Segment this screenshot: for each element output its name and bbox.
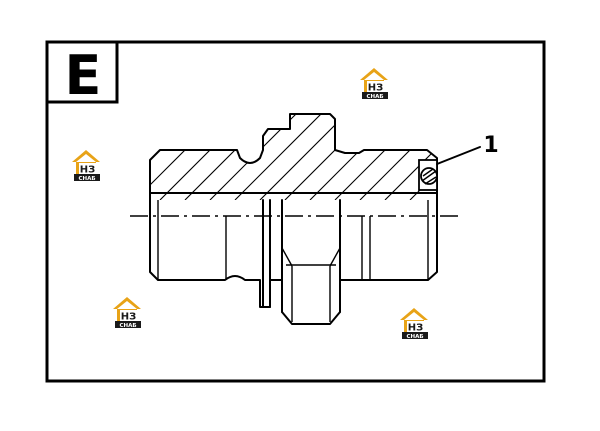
watermark-logo-2: СНАБ: [72, 150, 100, 182]
diagram-frame: [45, 40, 546, 383]
variant-letter: E: [65, 44, 102, 107]
svg-text:СНАБ: СНАБ: [406, 334, 423, 340]
variant-label-box: [45, 40, 119, 104]
o-ring-seal: [418, 159, 438, 191]
svg-text:СНАБ: СНАБ: [366, 94, 383, 100]
svg-text:СНАБ: СНАБ: [119, 323, 136, 329]
watermark-logo-4: СНАБ: [400, 308, 428, 340]
svg-text:СНАБ: СНАБ: [78, 176, 95, 182]
callout-leader: [436, 146, 481, 165]
section-outline: [149, 113, 438, 194]
watermark-logo-3: СНАБ: [113, 297, 141, 329]
hex-nut: [281, 199, 341, 322]
watermark-logo-1: СНАБ: [360, 68, 388, 100]
callout-number: 1: [483, 133, 498, 158]
